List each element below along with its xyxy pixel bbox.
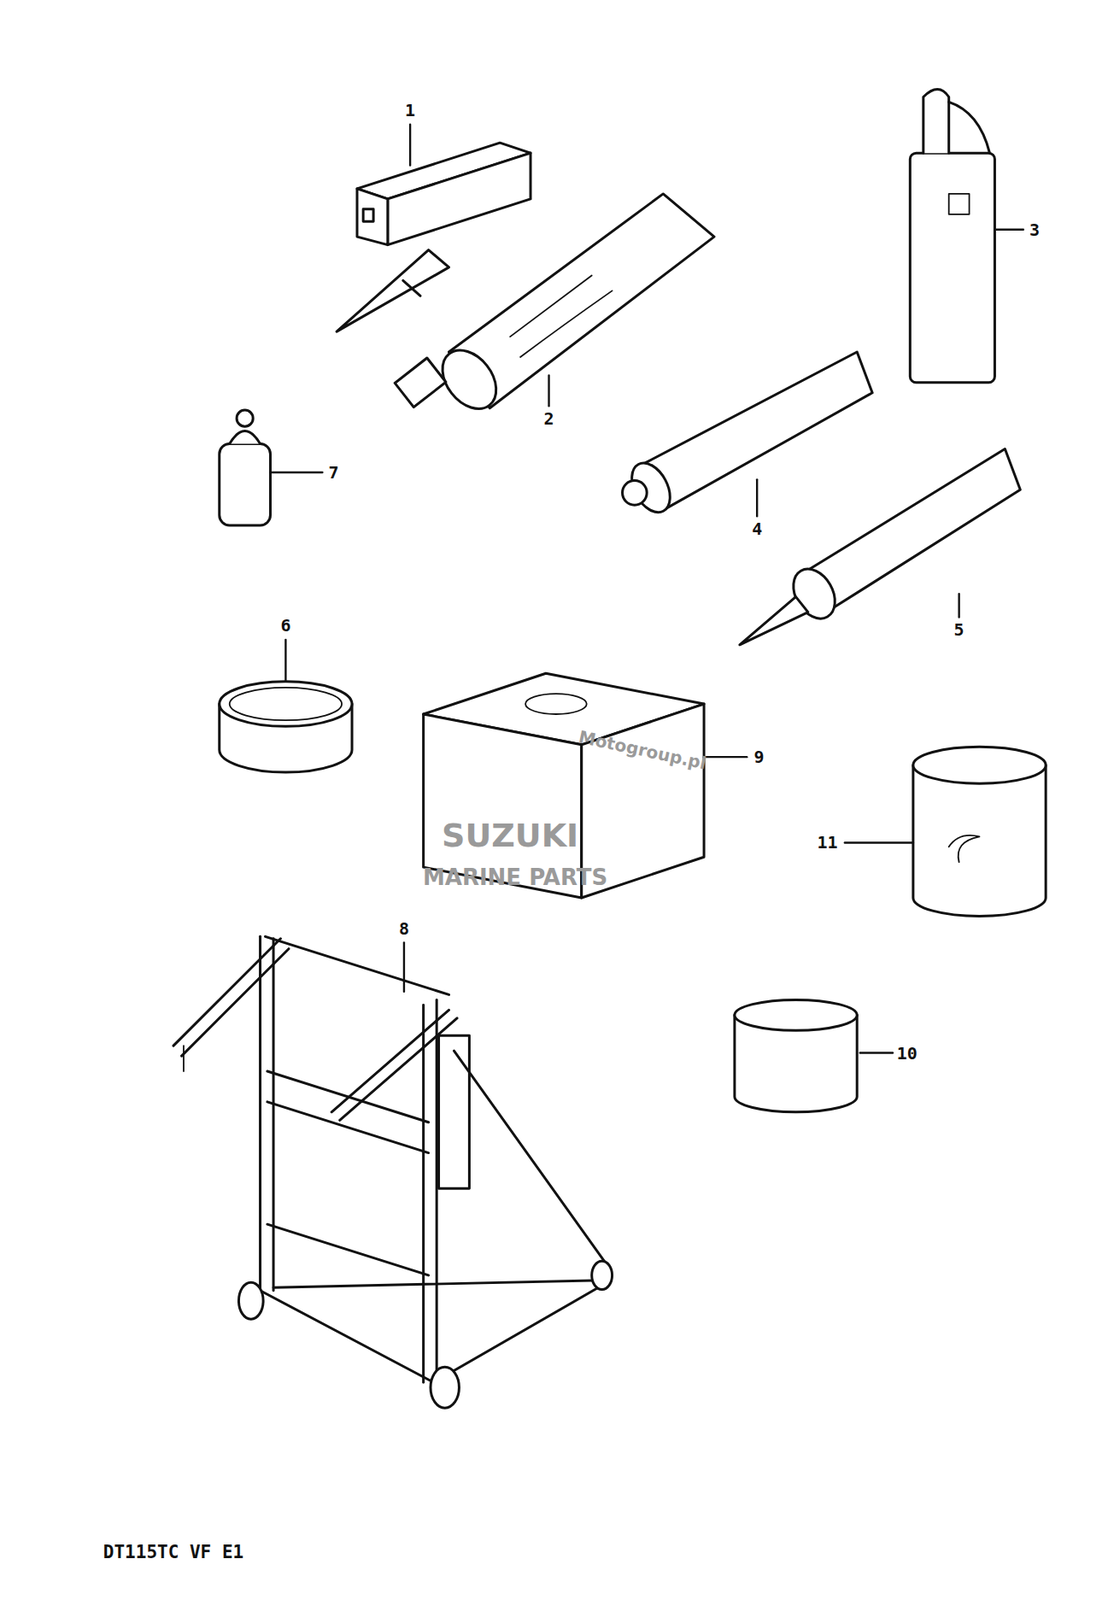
callout-number: 7 <box>328 463 340 482</box>
callout-number: 6 <box>280 615 291 635</box>
callout-number: 8 <box>398 919 410 938</box>
watermark: SUZUKI <box>441 818 579 855</box>
callout-number: 4 <box>751 519 763 539</box>
callout-number: 10 <box>896 1043 918 1063</box>
callout-number: 5 <box>954 620 965 640</box>
callout-number: 1 <box>404 100 416 120</box>
callout-number: 9 <box>754 747 765 767</box>
footer-code: DT115TC VF E1 <box>103 1542 244 1563</box>
callout-number: 11 <box>817 832 839 852</box>
callout-number: 2 <box>544 409 555 428</box>
callout-number: 3 <box>1029 220 1040 240</box>
watermark: MARINE PARTS <box>422 865 608 891</box>
